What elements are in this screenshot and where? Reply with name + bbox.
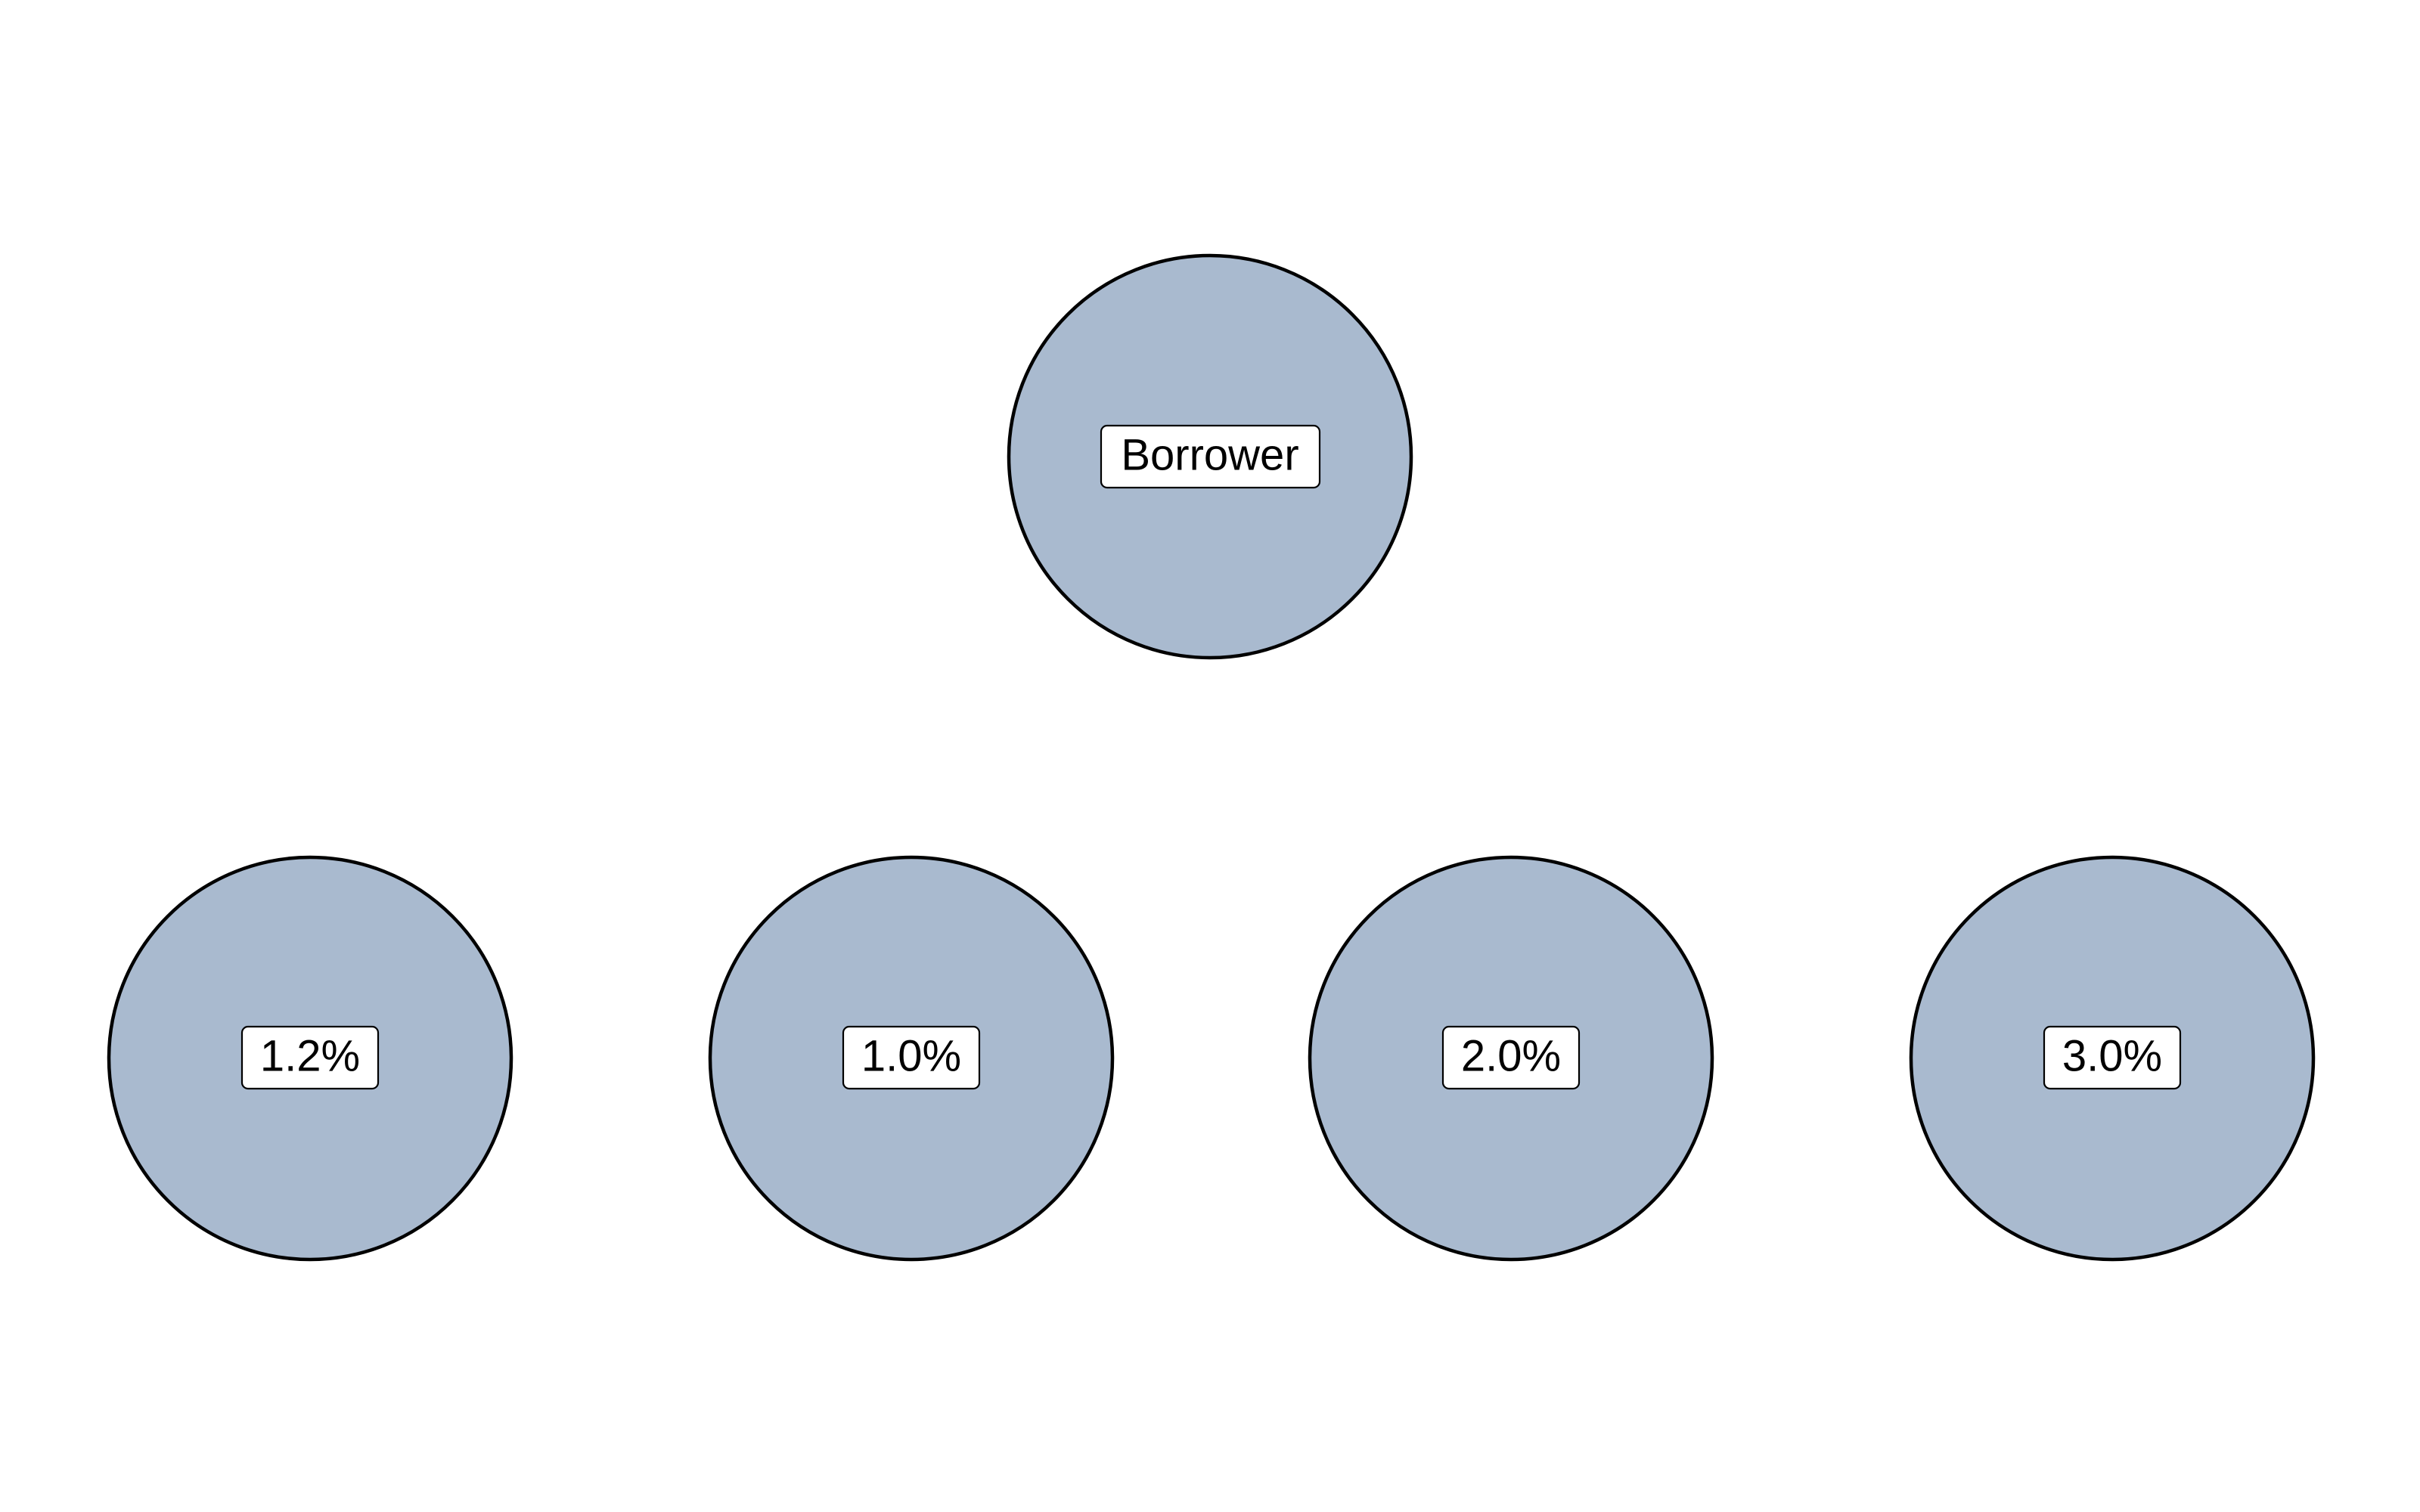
root-node-label-box: [1100, 424, 1321, 489]
child-node: 1.2%: [107, 855, 513, 1262]
child-node-label: 3.0%: [2062, 1031, 2162, 1080]
child-node-label: 1.2%: [260, 1031, 360, 1080]
child-node-label-box: [240, 1025, 380, 1090]
child-node-label: 1.0%: [861, 1031, 961, 1080]
child-node-label: 2.0%: [1461, 1031, 1561, 1080]
child-node: 2.0%: [1308, 855, 1714, 1262]
child-node: 1.0%: [708, 855, 1115, 1262]
child-node: 3.0%: [1909, 855, 2316, 1262]
child-node-label-box: [1441, 1025, 1581, 1090]
root-node-label: Borrower: [1121, 430, 1298, 479]
root-node: Borrower: [1007, 253, 1413, 660]
child-node-label-box: [2043, 1025, 2182, 1090]
child-node-label-box: [842, 1025, 981, 1090]
